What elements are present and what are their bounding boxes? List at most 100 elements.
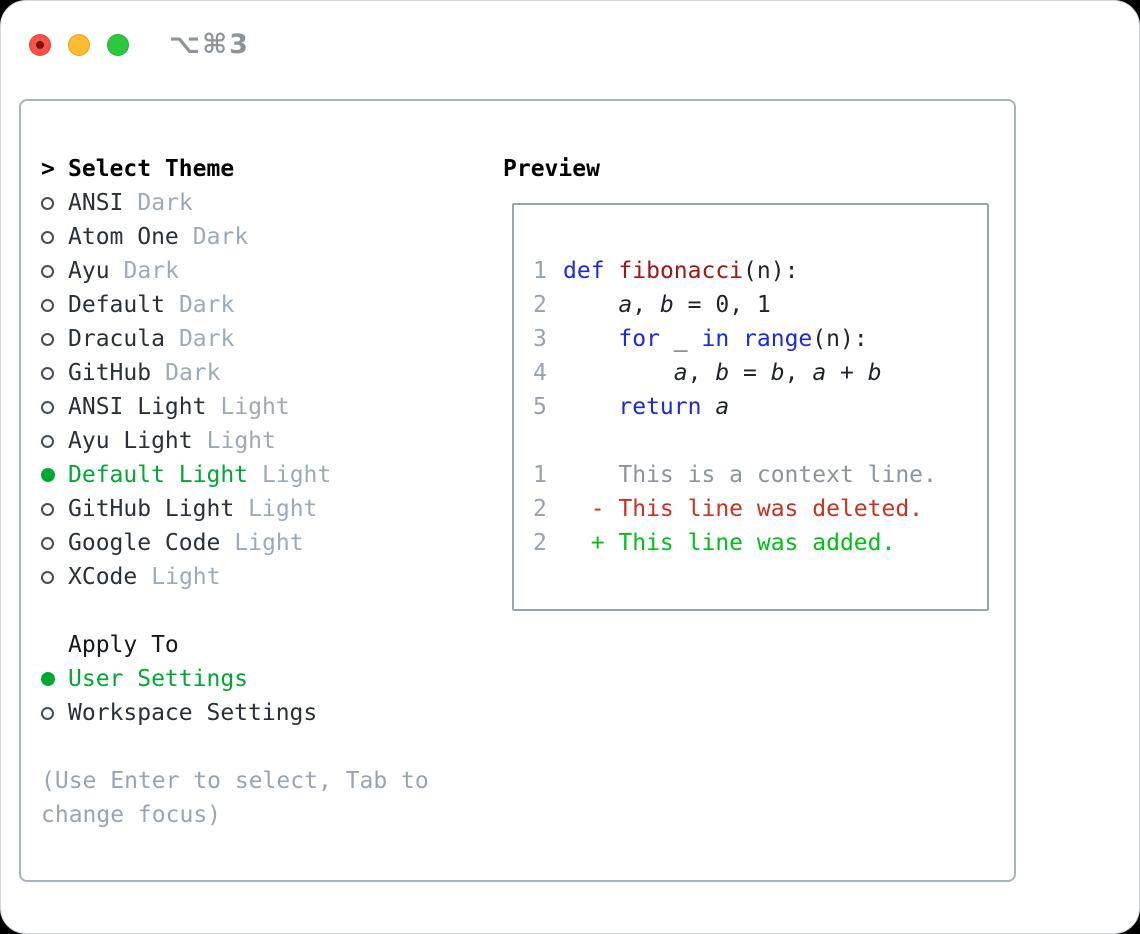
- theme-name: GitHub: [68, 360, 152, 386]
- apply-option-label: User Settings: [68, 666, 249, 692]
- theme-option-ayu[interactable]: Ayu Dark: [41, 254, 491, 288]
- radio-icon: [41, 332, 68, 346]
- preview-heading-row: Preview: [503, 152, 600, 186]
- code-text: a, b = 0, 1: [618, 292, 771, 318]
- line-number: 2: [533, 496, 547, 522]
- diff-text: This is a context line.: [563, 462, 937, 488]
- hint-text: (Use Enter to select, Tab to change focu…: [41, 764, 491, 832]
- theme-variant: Light: [220, 394, 290, 420]
- theme-option-default-light[interactable]: Default Light Light: [41, 458, 491, 492]
- line-number: 2: [533, 530, 547, 556]
- theme-option-xcode[interactable]: XCode Light: [41, 560, 491, 594]
- close-button[interactable]: [29, 33, 51, 56]
- maximize-button[interactable]: [107, 33, 129, 56]
- radio-icon: [41, 230, 68, 244]
- theme-variant: Dark: [178, 326, 235, 352]
- radio-icon: [41, 366, 68, 380]
- line-number: 1: [533, 462, 547, 488]
- code-line: 2 a, b = 0, 1: [533, 288, 987, 322]
- theme-variant: Light: [262, 462, 332, 488]
- theme-option-atom-one[interactable]: Atom One Dark: [41, 220, 491, 254]
- hint-line: (Use Enter to select, Tab to: [41, 768, 429, 794]
- theme-variant: Dark: [137, 190, 193, 216]
- diff-line-context: 1 This is a context line.: [533, 458, 987, 492]
- select-theme-heading: > Select Theme: [41, 152, 491, 186]
- theme-variant: Dark: [192, 224, 249, 250]
- line-number: 5: [533, 394, 547, 420]
- theme-name: Default: [68, 292, 165, 318]
- radio-icon: [41, 400, 68, 414]
- apply-option-workspace-settings[interactable]: Workspace Settings: [41, 696, 491, 730]
- theme-option-ansi[interactable]: ANSI Dark: [41, 186, 491, 220]
- select-theme-title: Select Theme: [68, 156, 235, 182]
- theme-name: XCode: [68, 564, 138, 590]
- theme-option-google-code[interactable]: Google Code Light: [41, 526, 491, 560]
- titlebar: ⌥⌘3: [29, 29, 250, 60]
- diff-line-added: 2 + This line was added.: [533, 526, 987, 560]
- prompt-caret: >: [41, 156, 55, 182]
- spacer: [41, 730, 491, 764]
- theme-option-github[interactable]: GitHub Dark: [41, 356, 491, 390]
- diff-text: + This line was added.: [563, 530, 896, 556]
- apply-option-user-settings[interactable]: User Settings: [41, 662, 491, 696]
- radio-icon: [41, 536, 68, 550]
- apply-to-title: Apply To: [68, 632, 179, 658]
- theme-option-ayu-light[interactable]: Ayu Light Light: [41, 424, 491, 458]
- theme-option-default[interactable]: Default Dark: [41, 288, 491, 322]
- radio-icon: [41, 434, 68, 448]
- diff-line-deleted: 2 - This line was deleted.: [533, 492, 987, 526]
- preview-column: Preview: [503, 152, 600, 186]
- theme-name: Ayu: [68, 258, 110, 284]
- radio-icon: [41, 706, 68, 720]
- theme-variant: Dark: [165, 360, 221, 386]
- line-number: 2: [533, 292, 547, 318]
- apply-to-heading: Apply To: [41, 628, 491, 662]
- code-line: 3 for _ in range(n):: [533, 322, 987, 356]
- theme-name: Google Code: [68, 530, 221, 556]
- radio-selected-icon: [41, 672, 68, 686]
- theme-name: Dracula: [68, 326, 165, 352]
- theme-variant: Dark: [123, 258, 179, 284]
- theme-variant: Light: [234, 530, 304, 556]
- theme-name: Default Light: [68, 462, 249, 488]
- apply-option-label: Workspace Settings: [68, 700, 318, 726]
- theme-variant: Light: [151, 564, 221, 590]
- diff-text: - This line was deleted.: [563, 496, 924, 522]
- code-line: 5 return a: [533, 390, 987, 424]
- theme-name: ANSI: [68, 190, 124, 216]
- theme-variant: Light: [206, 428, 276, 454]
- radio-selected-icon: [41, 468, 68, 482]
- code-text: for _ in range(n):: [618, 326, 868, 352]
- minimize-button[interactable]: [68, 33, 90, 56]
- line-number: 3: [533, 326, 547, 352]
- theme-name: Atom One: [68, 224, 179, 250]
- blank-line: [533, 424, 987, 458]
- theme-name: GitHub Light: [68, 496, 235, 522]
- radio-icon: [41, 298, 68, 312]
- theme-option-dracula[interactable]: Dracula Dark: [41, 322, 491, 356]
- radio-icon: [41, 196, 68, 210]
- code-text: return a: [618, 394, 730, 420]
- theme-variant: Dark: [178, 292, 235, 318]
- hint-line: change focus): [41, 802, 222, 828]
- theme-name: Ayu Light: [68, 428, 193, 454]
- code-text: def fibonacci(n):: [563, 258, 799, 284]
- preview-title: Preview: [503, 156, 600, 182]
- theme-variant: Light: [248, 496, 318, 522]
- code-line: 4 a, b = b, a + b: [533, 356, 987, 390]
- radio-icon: [41, 264, 68, 278]
- code-text: a, b = b, a + b: [673, 360, 882, 386]
- window-shortcut-title: ⌥⌘3: [169, 29, 250, 60]
- radio-icon: [41, 570, 68, 584]
- line-number: 4: [533, 360, 547, 386]
- theme-option-github-light[interactable]: GitHub Light Light: [41, 492, 491, 526]
